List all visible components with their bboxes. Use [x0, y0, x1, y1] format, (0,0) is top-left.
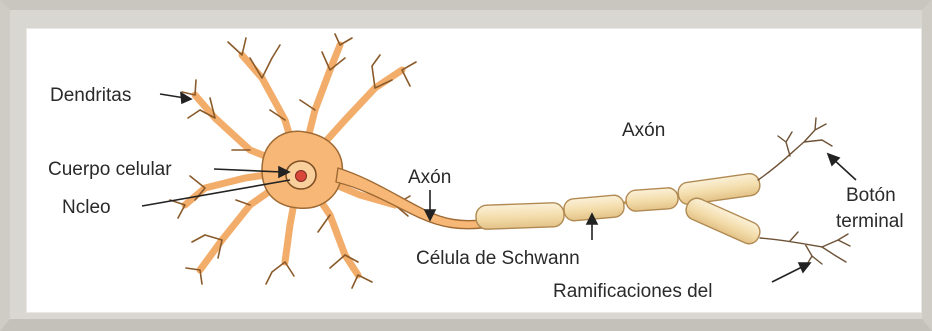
label-boton: Botón — [846, 185, 896, 206]
label-cuerpo-celular: Cuerpo celular — [48, 159, 172, 180]
myelin-sheath — [476, 172, 763, 247]
axon-terminals — [758, 118, 850, 266]
label-dendritas: Dendritas — [50, 85, 131, 106]
label-axon-top: Axón — [622, 120, 665, 141]
schwann-cell — [683, 195, 763, 247]
label-celula-schwann: Célula de Schwann — [416, 248, 580, 269]
schwann-cell — [476, 202, 565, 229]
schwann-cell — [625, 187, 678, 212]
label-nucleo: Ncleo — [62, 197, 111, 218]
labels: Dendritas Cuerpo celular Ncleo Axón Axón… — [48, 85, 904, 302]
label-axon-near: Axón — [408, 167, 451, 188]
label-terminal: terminal — [836, 211, 904, 232]
nucleolus — [296, 171, 307, 182]
label-ramificaciones: Ramificaciones del — [553, 281, 712, 302]
arrow-ramificaciones — [772, 266, 804, 282]
